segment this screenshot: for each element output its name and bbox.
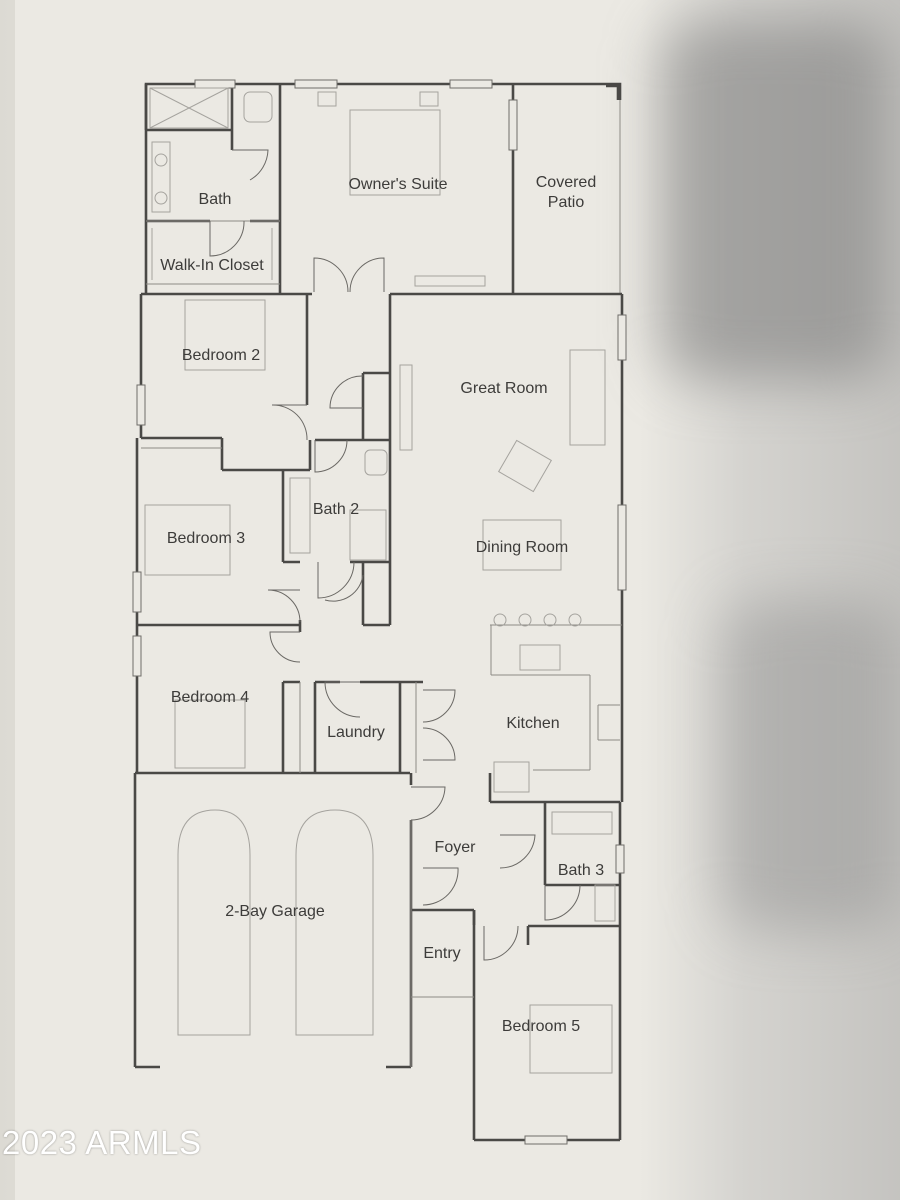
shadow-blob [660,20,890,380]
watermark-text: 2023 ARMLS [2,1124,202,1161]
room-label-bedroom-3: Bedroom 3 [167,530,245,547]
room-label-garage: 2-Bay Garage [225,903,325,920]
room-label-dining-room: Dining Room [476,539,568,556]
fixtures [144,87,616,1074]
room-label-entry: Entry [423,945,460,962]
room-label-bath-2: Bath 2 [313,501,359,518]
room-label-laundry: Laundry [327,724,385,741]
room-labels: Bath Owner's Suite Covered Patio Walk-In… [160,174,604,1035]
interior-walls [135,84,622,998]
room-label-foyer: Foyer [435,839,477,856]
doors [209,149,581,961]
room-label-bath: Bath [199,191,232,208]
room-label-bedroom-5: Bedroom 5 [502,1018,580,1035]
windows [132,79,627,1145]
room-label-great-room: Great Room [460,380,547,397]
room-label-owners-suite: Owner's Suite [348,176,447,193]
room-label-walk-in-closet: Walk-In Closet [160,257,264,274]
outer-walls [133,82,624,1142]
room-label-covered-patio-2: Patio [548,194,585,211]
room-label-bedroom-2: Bedroom 2 [182,347,260,364]
thin-lines [141,220,622,1067]
room-label-bedroom-4: Bedroom 4 [171,689,249,706]
room-label-covered-patio-1: Covered [536,174,596,191]
room-label-kitchen: Kitchen [506,715,559,732]
shadow-blob [720,600,900,930]
room-label-bath-3: Bath 3 [558,862,604,879]
